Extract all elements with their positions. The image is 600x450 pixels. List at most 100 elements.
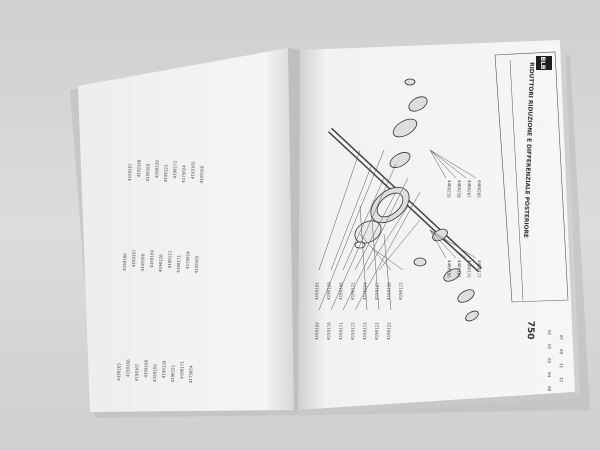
left-page-line: 4190120 (161, 360, 167, 378)
leader-line (429, 149, 477, 179)
code-cell: 01 (547, 330, 552, 336)
callout-label: 4159172 (350, 322, 356, 340)
callout-label: 4159169 (314, 322, 320, 340)
leader-line (429, 229, 467, 259)
spine (288, 48, 300, 411)
callout-label: 4159166 (338, 282, 344, 300)
left-page-line: 4190120 (154, 160, 160, 178)
callout-label: 4190171 (350, 282, 356, 300)
seal (465, 310, 479, 322)
nut (404, 78, 416, 86)
code-cell: 11 (559, 363, 564, 369)
callout-label: 4159165 (314, 282, 320, 300)
callout-label: 4159168 (386, 282, 392, 300)
left-page-line: 4159167 (134, 363, 140, 381)
washer (443, 268, 461, 282)
leader-line (429, 229, 457, 259)
exploded-diagram (327, 78, 483, 322)
leader-line (342, 177, 385, 271)
left-page-line: 4190171 (179, 361, 185, 379)
part-number: 4480207 (466, 180, 472, 198)
code-cell: 08 (547, 386, 552, 392)
left-page-line: 4190171 (172, 160, 178, 178)
left-page-line: 4159168 (136, 159, 142, 177)
leader-line (359, 233, 392, 271)
left-page-line: 4190121 (163, 164, 169, 182)
right-page-edge (560, 40, 580, 395)
gear-small (389, 152, 411, 168)
left-page-line: 4159167 (131, 249, 137, 267)
left-page-line: 4159166 (199, 165, 205, 183)
left-page-line: 4175024 (188, 365, 194, 383)
left-page-line: 4159169 (145, 163, 151, 181)
section-tab (536, 56, 552, 70)
leader-line (330, 163, 373, 271)
callout-label: 4190121 (374, 322, 380, 340)
leader-line (330, 163, 397, 311)
callout-label: 4175024 (362, 282, 368, 300)
bearing-lower (457, 289, 475, 303)
left-page-line: 4159165 (194, 255, 200, 273)
leader-line (429, 229, 477, 259)
leader-line (371, 219, 380, 311)
snap-ring (413, 257, 427, 267)
callout-label: 4159167 (374, 282, 380, 300)
left-page-line: 4175024 (181, 165, 187, 183)
part-number: 4480218 (456, 180, 462, 198)
left-page-line: 4190121 (167, 250, 173, 268)
left-page-line: 4159168 (140, 253, 146, 271)
leader-line (359, 205, 368, 311)
left-page-line: 4190121 (170, 364, 176, 382)
right-page (298, 40, 575, 410)
model-number: 750 (525, 321, 536, 340)
leader-line (318, 149, 385, 311)
leader-line (383, 233, 392, 311)
left-page (78, 48, 296, 412)
callout-labels: 4159165 4190120 4159166 4190171 4175024 41591… (314, 180, 482, 340)
left-page-line: 4159169 (149, 250, 155, 268)
callout-label: 4190172 (398, 282, 404, 300)
leader-line (378, 219, 421, 271)
leader-line (429, 229, 447, 259)
part-number: 4480186 (446, 260, 452, 278)
callout-label: 4190122 (386, 322, 392, 340)
part-number: 4480216 (446, 180, 452, 198)
leader-line (429, 149, 467, 179)
callout-label: 4159171 (338, 322, 344, 340)
section-code: BLB (539, 57, 546, 70)
left-page-line: 4159167 (127, 163, 133, 181)
bearing-upper (408, 96, 428, 112)
left-page-line: 4175024 (185, 251, 191, 269)
leader-line (366, 205, 409, 271)
callout-label: 4159173 (362, 322, 368, 340)
bottom-page-edge (298, 392, 580, 416)
left-page-line: 4159169 (152, 364, 158, 382)
part-number: 4480181 (456, 260, 462, 278)
leader-line (371, 247, 404, 271)
callout-label: 4159170 (326, 322, 332, 340)
leader-line (429, 149, 457, 179)
leader-line (318, 149, 361, 271)
part-number: 4480176 (466, 260, 472, 278)
leader-lines (318, 149, 477, 311)
callout-label: 4190120 (326, 282, 332, 300)
code-cell: 04 (547, 372, 552, 378)
pinion (432, 228, 448, 242)
left-page-line: 4190171 (176, 254, 182, 272)
leader-line (342, 177, 409, 311)
part-number: 4480177 (476, 260, 482, 278)
left-page-line: 4159166 (122, 253, 128, 271)
bearing-mid (392, 118, 418, 138)
left-page-line: 4190120 (158, 254, 164, 272)
leader-line (354, 191, 397, 271)
code-cell: 07 (559, 335, 564, 341)
left-page-line: 4159168 (143, 359, 149, 377)
leader-line (429, 149, 447, 179)
code-cell: 02 (547, 344, 552, 350)
left-page-line: 4159165 (116, 362, 122, 380)
part-number: 4480205 (476, 180, 482, 198)
